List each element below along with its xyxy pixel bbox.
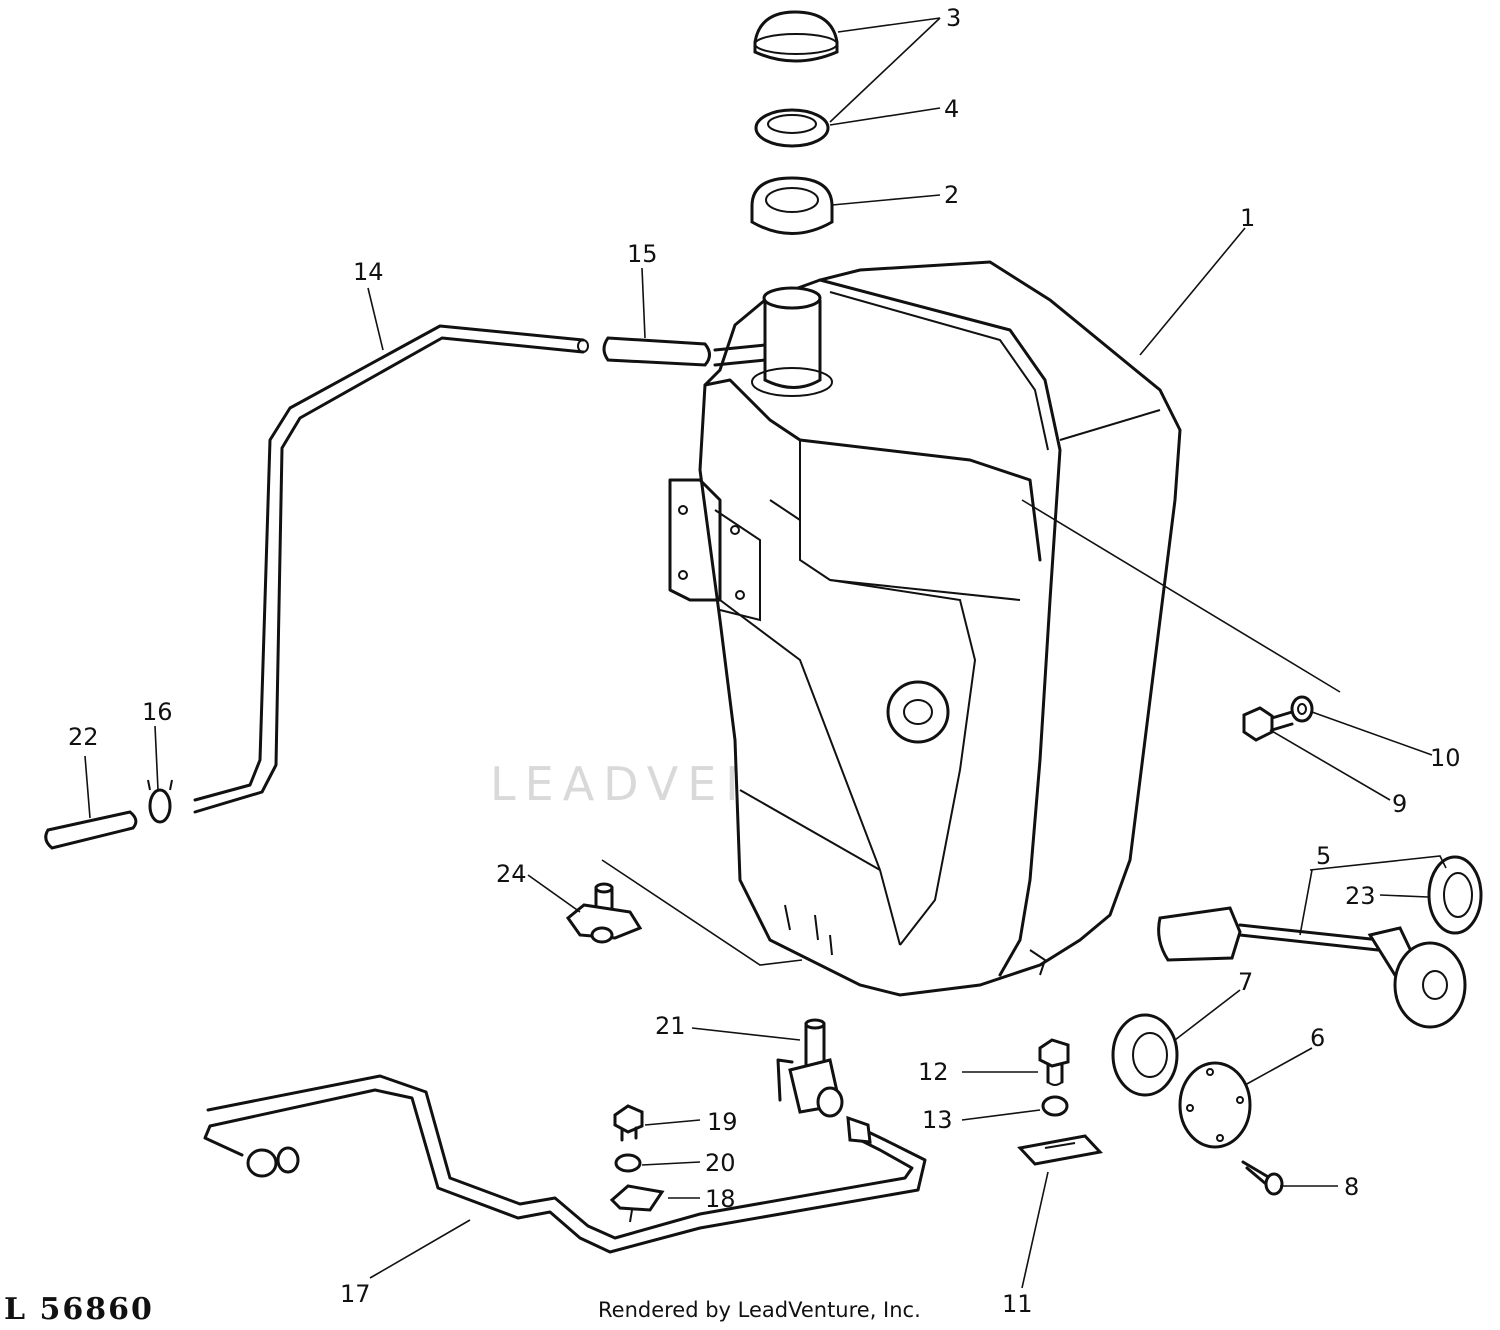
self-tapping-screw[interactable] [1241,1160,1284,1196]
callout-10: 10 [1430,744,1461,772]
callout-17: 17 [340,1280,371,1308]
fuel-tank[interactable] [668,260,1182,997]
figure-number: L 56860 [4,1292,154,1327]
cap-screw[interactable] [1242,706,1294,742]
filler-neck-adapter[interactable] [750,176,834,235]
callout-7: 7 [1238,968,1253,996]
callout-8: 8 [1344,1173,1359,1201]
callout-4: 4 [944,95,959,123]
cover-gasket[interactable] [1111,1013,1179,1097]
callout-23: 23 [1345,882,1376,910]
vent-line[interactable] [193,324,589,814]
vent-hose[interactable] [602,336,711,367]
shutoff-valve[interactable] [776,1018,844,1118]
callout-18: 18 [705,1185,736,1213]
callout-24: 24 [496,860,527,888]
cap-gasket[interactable] [754,108,830,148]
cover-plate[interactable] [1178,1061,1252,1149]
callout-16: 16 [142,698,173,726]
washer-10[interactable] [1290,695,1314,723]
callout-14: 14 [353,258,384,286]
callout-labels: 1 2 3 4 5 6 7 8 9 10 11 12 13 14 15 16 1… [68,4,1461,1318]
hose-22[interactable] [44,810,138,850]
callout-13: 13 [922,1106,953,1134]
callout-2: 2 [944,181,959,209]
washer-20[interactable] [614,1153,642,1173]
filler-cap[interactable] [753,10,839,63]
callout-3: 3 [946,4,961,32]
callout-9: 9 [1392,790,1407,818]
callout-12: 12 [918,1058,949,1086]
drain-plug[interactable] [613,1104,644,1142]
render-credit: Rendered by LeadVenture, Inc. [598,1298,921,1322]
leader-lines [84,17,1447,1289]
callout-15: 15 [627,240,658,268]
callout-11: 11 [1002,1290,1033,1318]
callout-22: 22 [68,723,99,751]
callout-19: 19 [707,1108,738,1136]
sender-gasket[interactable] [1427,855,1483,935]
line-clamp[interactable] [609,1184,665,1223]
bolt-12[interactable] [1038,1038,1070,1086]
callout-6: 6 [1310,1024,1325,1052]
fuel-line[interactable] [203,1074,927,1254]
callout-1: 1 [1240,204,1255,232]
washer-13[interactable] [1041,1095,1069,1117]
retainer-clip[interactable] [1017,1134,1103,1166]
tank-fitting[interactable] [565,882,643,944]
fuel-gauge-sender[interactable] [1157,906,1467,1029]
callout-5: 5 [1316,842,1331,870]
callout-20: 20 [705,1149,736,1177]
hose-clamp[interactable] [147,779,173,824]
callout-21: 21 [655,1012,686,1040]
